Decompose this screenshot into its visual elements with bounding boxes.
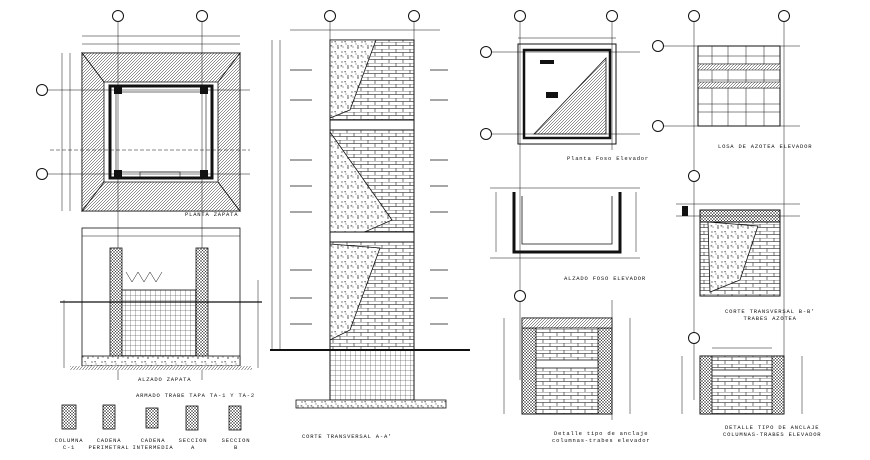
corte-aa-drawing — [270, 22, 470, 409]
grid-bubble — [606, 10, 618, 22]
corte-bb-drawing — [676, 203, 800, 297]
section-label: COLUMNA C-1 — [52, 437, 86, 451]
grid-bubble — [480, 128, 492, 140]
grid-bubble — [112, 10, 124, 22]
title-alzado-foso: ALZADO FOSO ELEVADOR — [564, 275, 647, 282]
section-label-line2: B — [233, 444, 239, 451]
section-label-line2: PERIMETRAL — [88, 444, 130, 451]
grid-bubble — [688, 170, 700, 182]
detalle-anclaje-1-line1: Detalle tipo de anclaje — [554, 430, 649, 437]
grid-bubble — [652, 120, 664, 132]
grid-bubble — [408, 10, 420, 22]
corte-bb-line2: TRABES AZOTEA — [743, 315, 797, 322]
corte-bb-line1: CORTE TRANSVERSAL B-B' — [725, 308, 816, 315]
title-planta-foso: Planta Foso Elevador — [567, 155, 650, 162]
section-label-line2: A — [190, 444, 196, 451]
grid-bubble — [778, 10, 790, 22]
grid-bubble — [480, 46, 492, 58]
grid-bubble — [688, 10, 700, 22]
losa-azotea-drawing — [666, 22, 800, 400]
section-label-line1: CADENA — [96, 437, 122, 444]
alzado-foso-drawing — [490, 187, 640, 259]
section-label: SECCION B — [219, 437, 253, 451]
planta-zapata-drawing — [50, 22, 250, 380]
detalle-anclaje-1-line2: columnas-trabes elevador — [552, 437, 651, 444]
section-label-line1: COLUMNA — [54, 437, 84, 444]
title-planta-zapata: PLANTA ZAPATA — [185, 211, 239, 218]
grid-bubble — [514, 290, 526, 302]
title-detalle-anclaje-1: Detalle tipo de anclaje columnas-trabes … — [552, 430, 650, 444]
grid-bubble — [652, 40, 664, 52]
section-label: SECCION A — [176, 437, 210, 451]
title-losa-azotea: LOSA DE AZOTEA ELEVADOR — [718, 143, 813, 150]
title-corte-bb: CORTE TRANSVERSAL B-B' TRABES AZOTEA — [725, 308, 815, 322]
title-corte-aa: CORTE TRANSVERSAL A-A' — [302, 433, 393, 440]
title-armado-trabe: ARMADO TRABE TAPA TA-1 Y TA-2 — [136, 392, 255, 399]
grid-bubble — [196, 10, 208, 22]
alzado-zapata-drawing — [60, 227, 262, 370]
title-detalle-anclaje-2: DETALLE TIPO DE ANCLAJE COLUMNAS-TRABES … — [723, 424, 821, 438]
grid-bubble — [36, 84, 48, 96]
section-label-line2: INTERMEDIA — [132, 444, 174, 451]
grid-bubble — [324, 10, 336, 22]
detalle-anclaje-2-line1: DETALLE TIPO DE ANCLAJE — [725, 424, 820, 431]
detalle-anclaje-1-drawing — [503, 300, 631, 420]
section-label-line2: C-1 — [62, 444, 76, 451]
section-label: CADENA INTERMEDIA — [132, 437, 174, 451]
grid-bubble — [514, 10, 526, 22]
grid-bubble — [36, 168, 48, 180]
title-alzado-zapata: ALZADO ZAPATA — [138, 376, 192, 383]
section-label-line1: SECCION — [221, 437, 251, 444]
sections-drawing — [61, 404, 242, 431]
grid-bubble — [688, 332, 700, 344]
section-label-line1: CADENA — [140, 437, 166, 444]
planta-foso-drawing — [492, 22, 640, 380]
detalle-anclaje-2-drawing — [681, 347, 803, 415]
section-label-line1: SECCION — [178, 437, 208, 444]
section-label: CADENA PERIMETRAL — [88, 437, 130, 451]
detalle-anclaje-2-line2: COLUMNAS-TRABES ELEVADOR — [723, 431, 822, 438]
